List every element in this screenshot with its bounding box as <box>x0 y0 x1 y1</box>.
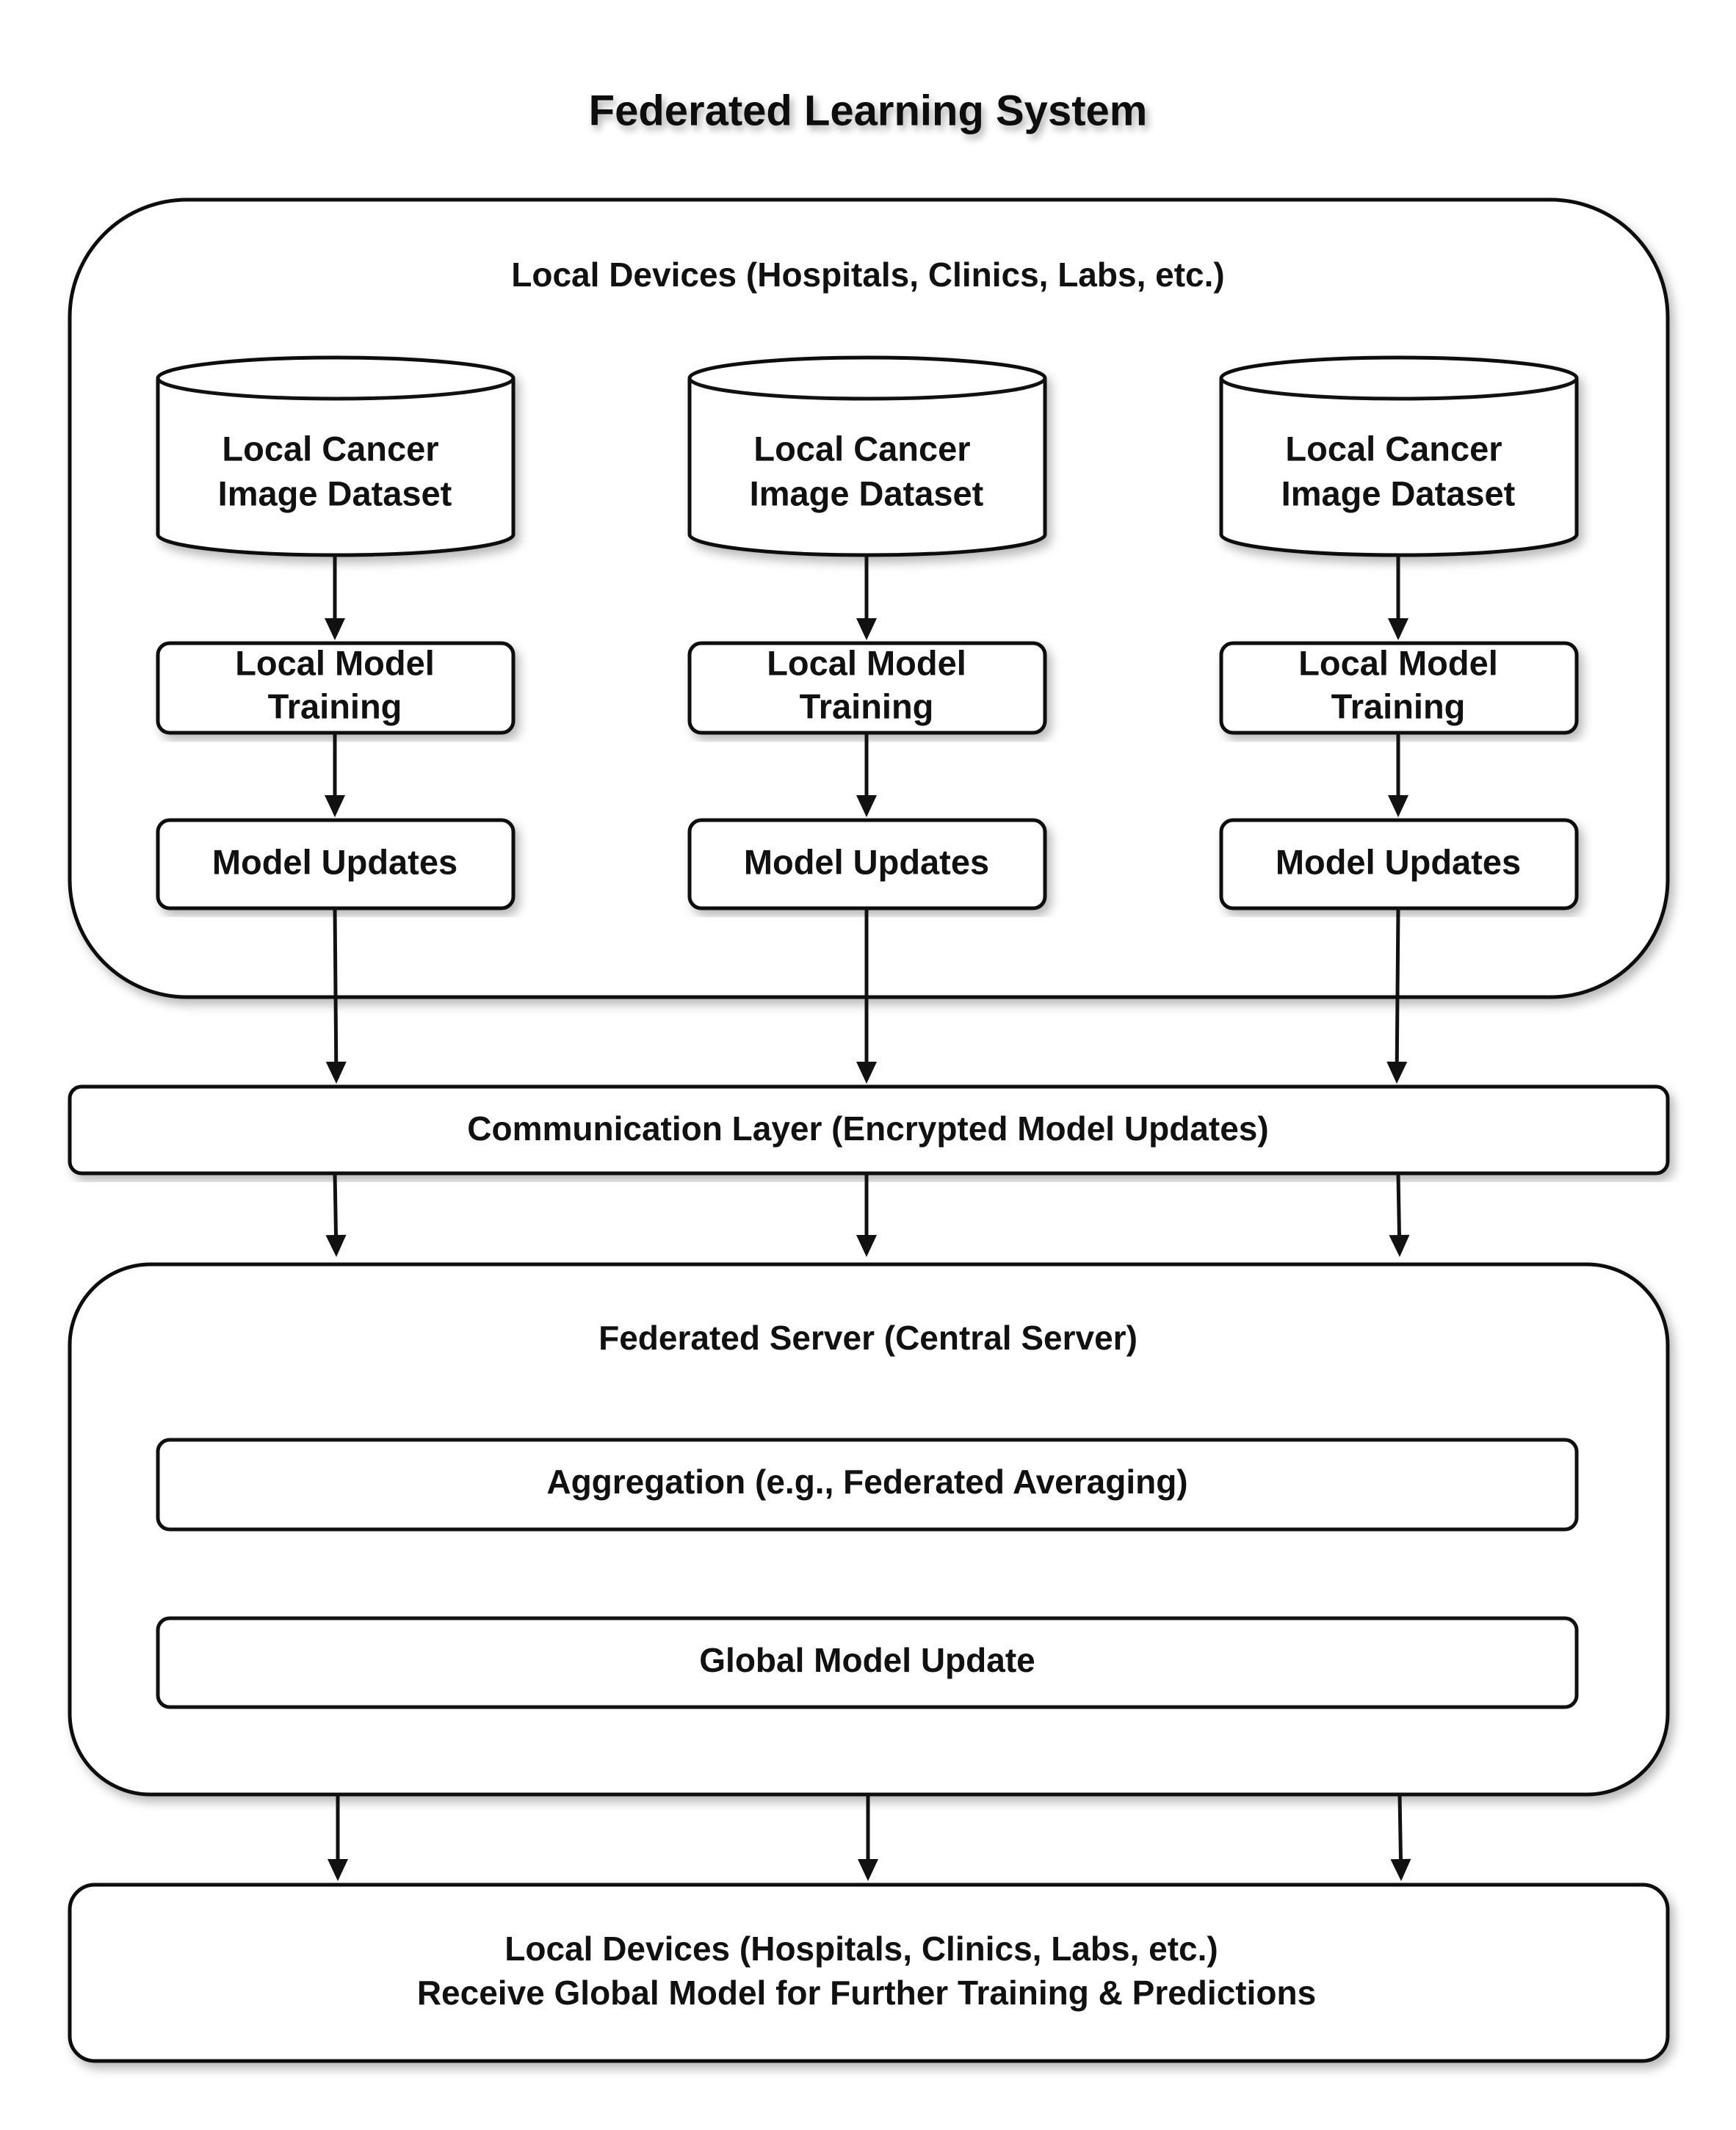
communication-layer-box <box>68 1084 1670 1176</box>
dataset-label-line1: Local Cancer <box>1285 429 1502 468</box>
model-updates-box <box>1219 818 1579 910</box>
model-updates-label: Model Updates <box>1276 842 1521 881</box>
dataset-label-line2: Image Dataset <box>750 474 984 512</box>
arrow-server-to-receivers-1 <box>328 1794 348 1881</box>
dataset-cylinder-3: Local Cancer Image Dataset <box>1219 355 1579 557</box>
local-model-training-2: Local Model Training <box>687 641 1047 735</box>
arrowhead-icon <box>856 795 877 817</box>
database-icon <box>687 355 1047 557</box>
local-device-column-1: Local Cancer Image Dataset Local Model T… <box>156 355 516 910</box>
arrow-line <box>333 1173 339 1239</box>
training-label-line2: Training <box>800 687 934 725</box>
global-model-update-box <box>156 1616 1579 1709</box>
local-device-column-2: Local Cancer Image Dataset Local Model T… <box>687 355 1047 910</box>
arrow-updates-to-communication-1 <box>325 908 347 1084</box>
local-devices-label: Local Devices (Hospitals, Clinics, Labs,… <box>511 256 1224 294</box>
local-model-training-3: Local Model Training <box>1219 641 1579 735</box>
arrowhead-icon <box>1390 1858 1411 1881</box>
local-device-column-3: Local Cancer Image Dataset Local Model T… <box>1219 355 1579 910</box>
arrow-server-to-receivers-3 <box>1390 1794 1411 1881</box>
receiving-local-devices-box <box>68 1883 1670 2063</box>
arrowhead-icon <box>325 618 345 640</box>
arrow-communication-to-server-1 <box>325 1173 347 1257</box>
model-updates-label: Model Updates <box>744 842 989 881</box>
receiving-local-devices: Local Devices (Hospitals, Clinics, Labs,… <box>68 1883 1670 2063</box>
dataset-cylinder-1: Local Cancer Image Dataset <box>156 355 516 557</box>
local-model-training-1: Local Model Training <box>156 641 516 735</box>
communication-layer-label: Communication Layer (Encrypted Model Upd… <box>467 1109 1268 1148</box>
aggregation-label: Aggregation (e.g., Federated Averaging) <box>546 1463 1187 1501</box>
arrow-dataset-to-training-1 <box>325 556 345 640</box>
arrowhead-icon <box>856 618 877 640</box>
database-rim <box>687 377 1047 401</box>
receiving-label-line1: Local Devices (Hospitals, Clinics, Labs,… <box>504 1930 1218 1968</box>
model-updates-2: Model Updates <box>687 818 1047 910</box>
arrow-line <box>1395 908 1400 1065</box>
aggregation-box <box>156 1438 1579 1532</box>
arrowhead-icon <box>856 1062 877 1084</box>
arrow-training-to-updates-1 <box>325 733 345 817</box>
diagram-title: Federated Learning System <box>589 87 1148 134</box>
model-updates-label: Model Updates <box>212 842 457 881</box>
arrow-dataset-to-training-3 <box>1388 556 1408 640</box>
federated-server-container: Federated Server (Central Server) Aggreg… <box>68 1262 1670 1797</box>
dataset-cylinder-2: Local Cancer Image Dataset <box>687 355 1047 557</box>
arrowhead-icon <box>1388 618 1408 640</box>
arrow-communication-to-server-3 <box>1389 1173 1410 1257</box>
arrow-updates-to-communication-2 <box>856 908 877 1084</box>
arrow-server-to-receivers-2 <box>858 1794 878 1881</box>
arrow-training-to-updates-2 <box>856 733 877 817</box>
arrow-communication-to-server-2 <box>856 1173 877 1257</box>
dataset-label-line2: Image Dataset <box>218 474 452 512</box>
global-model-update-label: Global Model Update <box>699 1641 1035 1679</box>
arrowhead-icon <box>325 1061 347 1084</box>
arrow-line <box>1396 1173 1402 1239</box>
arrowhead-icon <box>1388 795 1408 817</box>
arrow-updates-to-communication-3 <box>1386 908 1408 1084</box>
arrowhead-icon <box>856 1235 877 1257</box>
arrowhead-icon <box>858 1859 878 1881</box>
arrow-line <box>1397 1794 1403 1863</box>
model-updates-1: Model Updates <box>156 818 516 910</box>
arrow-dataset-to-training-2 <box>856 556 877 640</box>
dataset-label-line1: Local Cancer <box>753 429 970 468</box>
arrowhead-icon <box>325 795 345 817</box>
global-model-update-node: Global Model Update <box>156 1616 1579 1709</box>
receiving-label-line2: Receive Global Model for Further Trainin… <box>417 1974 1316 2012</box>
database-icon <box>1219 355 1579 557</box>
arrowhead-icon <box>325 1234 347 1257</box>
aggregation-node: Aggregation (e.g., Federated Averaging) <box>156 1438 1579 1532</box>
dataset-label-line2: Image Dataset <box>1281 474 1516 512</box>
training-label-line1: Local Model <box>767 643 966 682</box>
flow-arrows <box>325 556 1411 1881</box>
training-label-line1: Local Model <box>235 643 435 682</box>
arrowhead-icon <box>1386 1061 1408 1084</box>
training-label-line1: Local Model <box>1298 643 1498 682</box>
arrow-line <box>333 908 339 1065</box>
federated-server-label: Federated Server (Central Server) <box>598 1319 1138 1357</box>
model-updates-3: Model Updates <box>1219 818 1579 910</box>
arrow-training-to-updates-3 <box>1388 733 1408 817</box>
arrowhead-icon <box>328 1859 348 1881</box>
dataset-label-line1: Local Cancer <box>222 429 438 468</box>
training-label-line2: Training <box>1331 687 1466 725</box>
database-rim <box>156 377 516 401</box>
communication-layer: Communication Layer (Encrypted Model Upd… <box>68 1084 1670 1176</box>
training-label-line2: Training <box>268 687 402 725</box>
arrowhead-icon <box>1389 1234 1410 1257</box>
database-icon <box>156 355 516 557</box>
database-rim <box>1219 377 1579 401</box>
